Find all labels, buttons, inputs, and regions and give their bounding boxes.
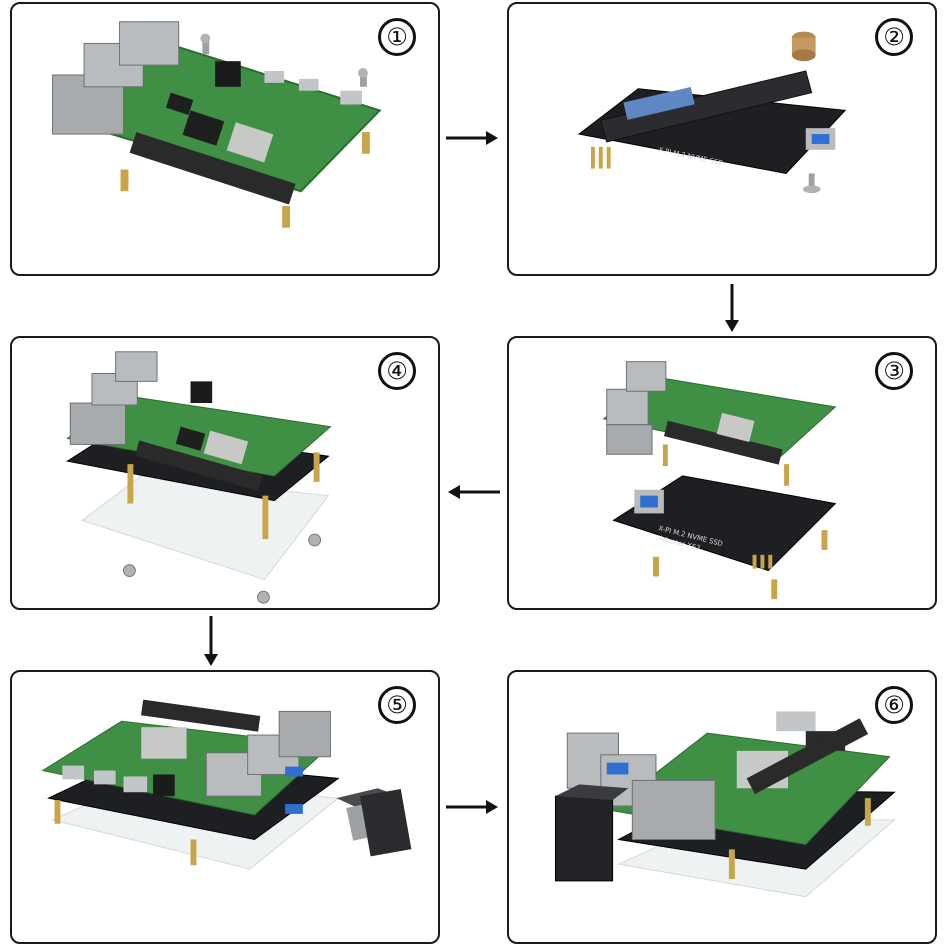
step-4-panel: ④ xyxy=(10,336,440,610)
step-number-badge: ④ xyxy=(378,352,416,390)
raspberry-pi-board-illustration xyxy=(52,21,382,228)
assembled-stack-with-usb-bridge-illustration xyxy=(41,699,412,870)
step-number-badge: ① xyxy=(378,18,416,56)
step-number-badge: ⑤ xyxy=(378,686,416,724)
board-and-adapter-illustration: X-PI M.2 NVME SSD Adapter X62 xyxy=(602,361,837,600)
arrow-step3-to-step4-icon xyxy=(448,485,500,499)
arrow-step1-to-step2-icon xyxy=(446,131,498,145)
arrow-step5-to-step6-icon xyxy=(446,800,498,814)
step-number-badge: ② xyxy=(875,18,913,56)
step-number-badge: ⑥ xyxy=(875,686,913,724)
nvme-adapter-illustration: X-PI M.2 NVME SSD xyxy=(577,31,847,194)
step-1-panel: ① xyxy=(10,2,440,276)
step-6-panel: ⑥ xyxy=(507,670,937,944)
step-5-panel: ⑤ xyxy=(10,670,440,944)
arrow-step4-to-step5-icon xyxy=(204,616,218,666)
step-number-badge: ③ xyxy=(875,352,913,390)
final-assembly-illustration xyxy=(554,711,896,898)
step-2-panel: X-PI M.2 NVME SSD ② xyxy=(507,2,937,276)
arrow-step2-to-step3-icon xyxy=(725,284,739,332)
stacked-assembly-on-acrylic-illustration xyxy=(66,351,332,604)
step-3-panel: X-PI M.2 NVME SSD Adapter X62 ③ xyxy=(507,336,937,610)
